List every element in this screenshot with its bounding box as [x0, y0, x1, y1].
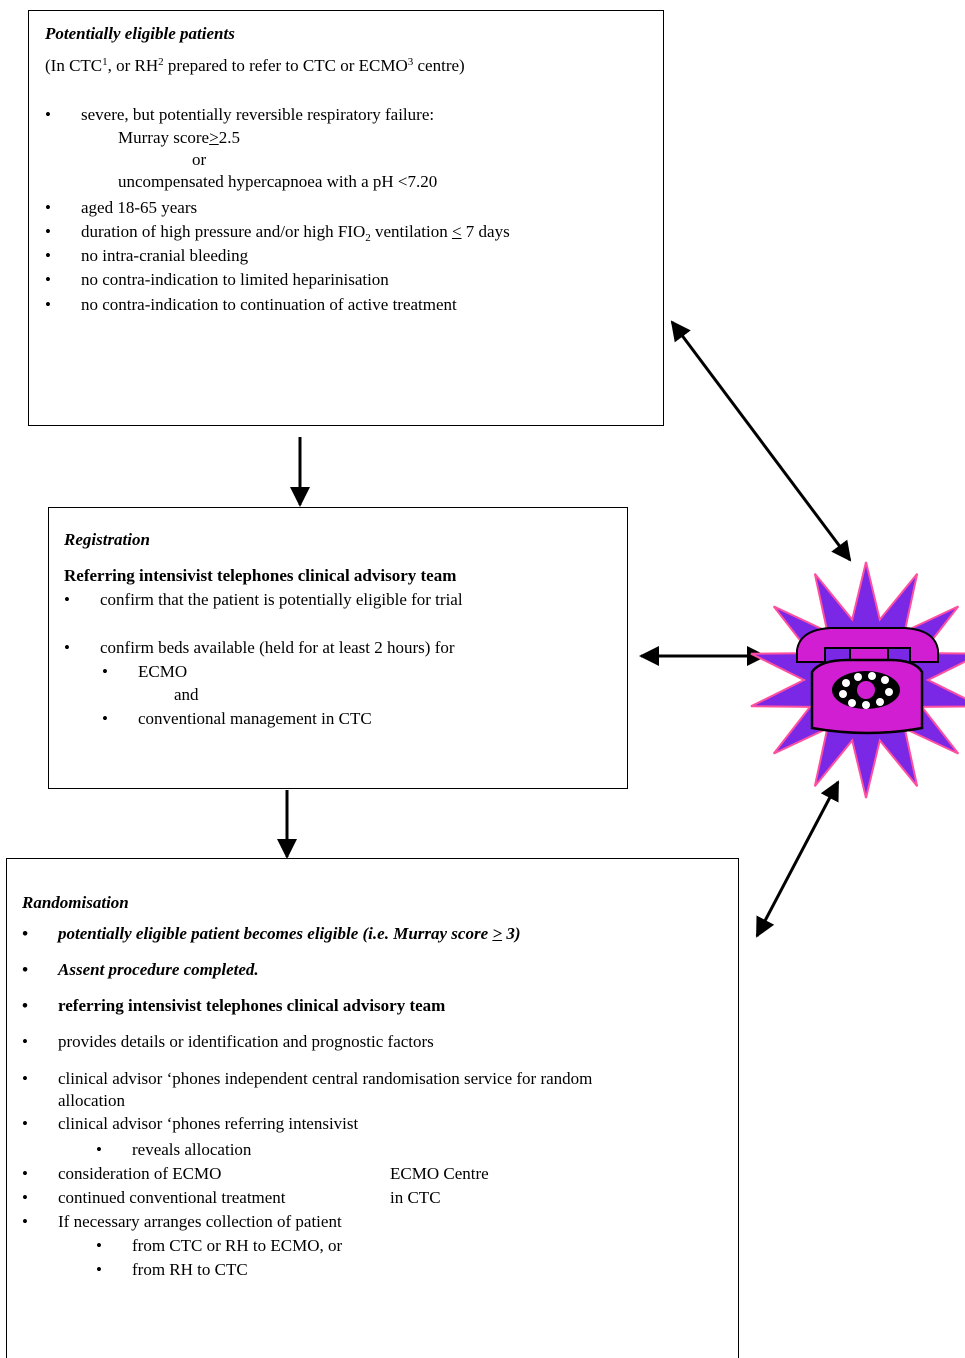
ecmo-centre: ECMO Centre [390, 1164, 489, 1183]
randomisation-bullet-from-rh: from RH to CTC [96, 1260, 248, 1280]
randomisation-bullet-reveals: reveals allocation [96, 1140, 252, 1160]
in-ctc: in CTC [390, 1188, 441, 1207]
hypercapnoea: uncompensated hypercapnoea with a pH <7.… [118, 172, 438, 191]
registration-title: Registration [64, 530, 150, 549]
registration-heading: Referring intensivist telephones clinica… [64, 566, 457, 585]
eligible-bullet-bleeding: no intra-cranial bleeding [45, 246, 248, 266]
eligible-title: Potentially eligible patients [45, 24, 235, 43]
randomisation-bullet-telephones: referring intensivist telephones clinica… [22, 996, 445, 1016]
randomisation-bullet-assent: Assent procedure completed. [22, 960, 259, 980]
randomisation-bullet-referring: clinical advisor ‘phones referring inten… [22, 1114, 358, 1134]
registration-bullet-conventional: conventional management in CTC [102, 709, 372, 729]
randomisation-bullet-eligible: potentially eligible patient becomes eli… [22, 924, 521, 944]
randomisation-bullet-consider-ecmo: consideration of ECMO [22, 1164, 221, 1184]
randomisation-bullet-arranges: If necessary arranges collection of pati… [22, 1212, 342, 1232]
randomisation-bullet-from-ctc: from CTC or RH to ECMO, or [96, 1236, 342, 1256]
arrow-randomisation-phone [755, 780, 840, 938]
telephone-icon [750, 561, 965, 799]
randomisation-bullet-central: clinical advisor ‘phones independent cen… [22, 1069, 592, 1089]
or-label: or [192, 150, 207, 169]
eligible-bullet-age: aged 18-65 years [45, 198, 197, 218]
eligible-bullet-duration: duration of high pressure and/or high FI… [45, 222, 510, 244]
registration-and: and [174, 685, 199, 704]
registration-bullet-beds: confirm beds available (held for at leas… [64, 638, 454, 658]
randomisation-allocation: allocation [58, 1091, 126, 1110]
eligible-bullet-respiratory: severe, but potentially reversible respi… [45, 105, 434, 125]
murray-score: Murray score>2.5 [118, 128, 240, 147]
registration-bullet-ecmo: ECMO [102, 662, 187, 682]
arrow-eligible-phone [670, 320, 852, 562]
eligible-subtitle: (In CTC1, or RH2 prepared to refer to CT… [45, 56, 465, 75]
registration-bullet-eligible: confirm that the patient is potentially … [64, 590, 463, 610]
randomisation-title: Randomisation [22, 893, 129, 912]
randomisation-bullet-continued: continued conventional treatment [22, 1188, 285, 1208]
randomisation-bullet-details: provides details or identification and p… [22, 1032, 434, 1052]
eligible-patients-box [28, 10, 664, 426]
eligible-bullet-active: no contra-indication to continuation of … [45, 295, 457, 315]
eligible-bullet-heparin: no contra-indication to limited heparini… [45, 270, 389, 290]
